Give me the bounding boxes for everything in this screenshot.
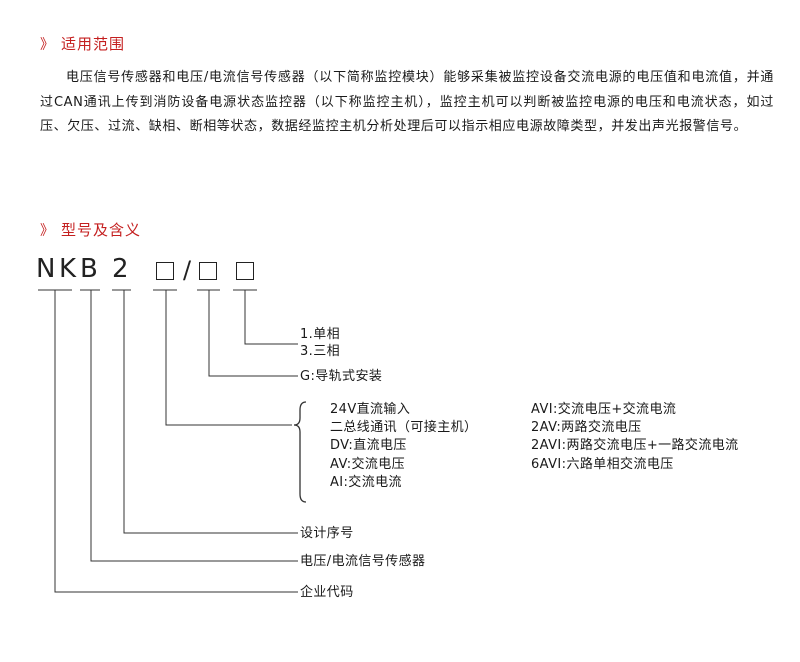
company-code-label: 企业代码 xyxy=(300,585,354,600)
section-title-model: 型号及含义 xyxy=(61,221,142,239)
model-slash: / xyxy=(183,256,192,284)
type-option-av: AV:交流电压 xyxy=(330,457,406,472)
type-option-avi: AVI:交流电压+交流电流 xyxy=(531,402,677,417)
design-sequence-label: 设计序号 xyxy=(300,526,354,541)
section-heading-model: 》型号及含义 xyxy=(40,219,141,240)
model-placeholder-box-phase xyxy=(236,262,254,280)
sensor-label: 电压/电流信号传感器 xyxy=(300,554,426,569)
connector-install xyxy=(208,290,298,377)
connector-sensor xyxy=(90,290,298,562)
connector-company xyxy=(54,290,298,593)
heading-marker-icon: 》 xyxy=(40,223,55,239)
model-char-n: N xyxy=(36,254,56,284)
model-char-b: B xyxy=(80,254,98,284)
phase-option-single: 1.单相 xyxy=(300,327,341,342)
section-heading-scope: 》适用范围 xyxy=(40,33,125,54)
scope-paragraph: 电压信号传感器和电压/电流信号传感器（以下简称监控模块）能够采集被监控设备交流电… xyxy=(40,70,774,134)
phase-option-three: 3.三相 xyxy=(300,344,341,359)
connector-phase xyxy=(244,290,298,345)
type-option-dv: DV:直流电压 xyxy=(330,438,407,453)
model-placeholder-box-type xyxy=(156,262,174,280)
type-option-24v: 24V直流输入 xyxy=(330,402,411,417)
heading-marker-icon: 》 xyxy=(40,37,55,53)
connector-type xyxy=(165,290,292,426)
type-options-brace xyxy=(293,401,307,503)
section-title-scope: 适用范围 xyxy=(61,35,126,53)
model-char-2: 2 xyxy=(112,254,129,284)
type-option-2avi: 2AVI:两路交流电压+一路交流电流 xyxy=(531,438,739,453)
type-option-6avi: 6AVI:六路单相交流电压 xyxy=(531,457,674,472)
type-option-2av: 2AV:两路交流电压 xyxy=(531,420,642,435)
connector-design xyxy=(123,290,298,534)
type-option-ai: AI:交流电流 xyxy=(330,475,402,490)
model-char-k: K xyxy=(59,254,77,284)
type-option-bus: 二总线通讯（可接主机） xyxy=(330,420,478,435)
install-label: G:导轨式安装 xyxy=(300,369,383,384)
model-placeholder-box-install xyxy=(199,262,217,280)
